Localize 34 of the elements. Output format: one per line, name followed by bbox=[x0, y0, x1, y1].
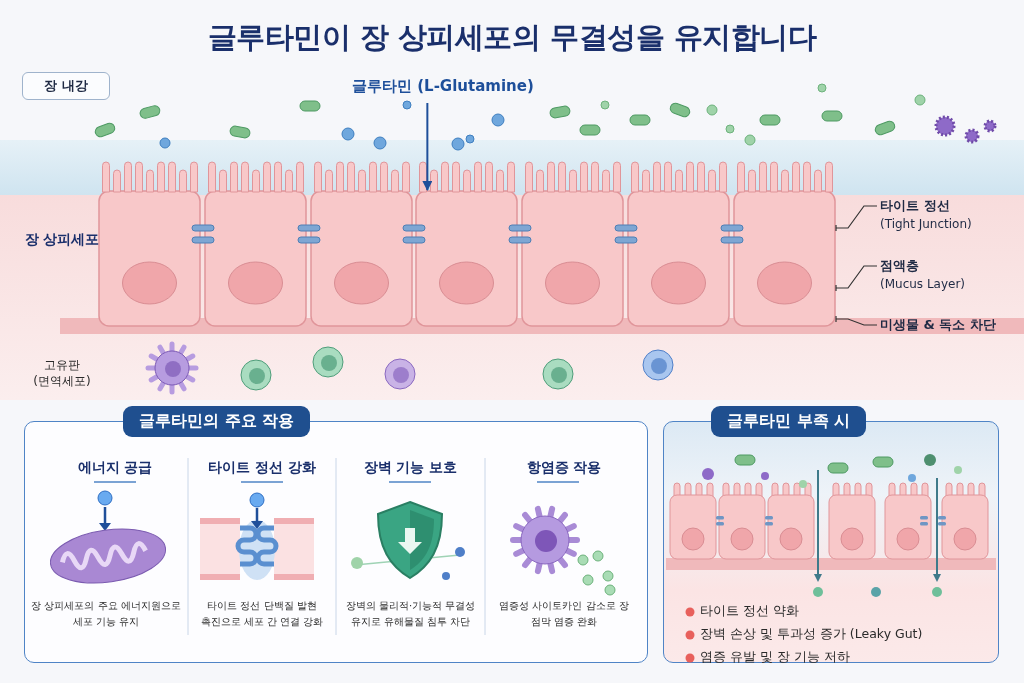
label-box: 장 내강 bbox=[22, 72, 110, 100]
panel-heading: 글루타민의 주요 작용 bbox=[123, 406, 311, 437]
title: 글루타민이 장 상피세포의 무결성을 유지합니다 bbox=[206, 19, 818, 56]
column-heading: 에너지 공급 bbox=[76, 458, 154, 476]
bullet-text: 염증 유발 및 장 기능 저하 bbox=[700, 649, 851, 665]
callout-subtitle: (Tight Junction) bbox=[880, 216, 973, 233]
callout-title: 미생물 & 독소 차단 bbox=[880, 316, 997, 334]
callout-title: 타이트 정선 bbox=[880, 197, 951, 215]
epithelial-cell bbox=[733, 190, 836, 327]
leader-line bbox=[835, 315, 878, 326]
column-heading: 항염증 작용 bbox=[525, 458, 603, 476]
callout-subtitle: (Mucus Layer) bbox=[880, 276, 967, 293]
description: 타이트 정선 단백질 발현 촉진으로 세포 간 연결 강화 bbox=[199, 599, 325, 629]
leader-line bbox=[835, 205, 878, 232]
description: 염증성 사이토카인 감소로 장 점막 염증 완화 bbox=[498, 599, 630, 629]
column-heading: 타이트 정선 강화 bbox=[207, 458, 317, 476]
description: 장 상피세포의 주요 에너지원으로 세포 기능 유지 bbox=[30, 599, 182, 629]
description: 장벽의 물리적·기능적 무결성 유지로 유해물질 침투 차단 bbox=[344, 599, 477, 629]
epithelial-cell bbox=[204, 190, 307, 327]
epithelial-cell bbox=[627, 190, 730, 327]
callout-title: 점액층 bbox=[880, 257, 920, 275]
bullet-text: 타이트 정선 약화 bbox=[700, 603, 800, 619]
epithelial-cell bbox=[521, 190, 624, 327]
epithelial-cell bbox=[98, 190, 201, 327]
epithelial-cell bbox=[415, 190, 518, 327]
glutamine-label: 글루타민 (L-Glutamine) bbox=[352, 77, 548, 101]
arrow bbox=[422, 102, 433, 191]
layer-label: 고유판 (면역세포) bbox=[32, 357, 92, 389]
bullet-text: 장벽 손상 및 투과성 증가 (Leaky Gut) bbox=[700, 626, 924, 642]
leader-line bbox=[835, 265, 878, 292]
panel-heading: 글루타민 부족 시 bbox=[711, 406, 867, 437]
column-heading: 장벽 기능 보호 bbox=[362, 458, 459, 476]
epithelial-cell bbox=[310, 190, 413, 327]
layer-label: 장 상피세포 bbox=[24, 230, 100, 248]
